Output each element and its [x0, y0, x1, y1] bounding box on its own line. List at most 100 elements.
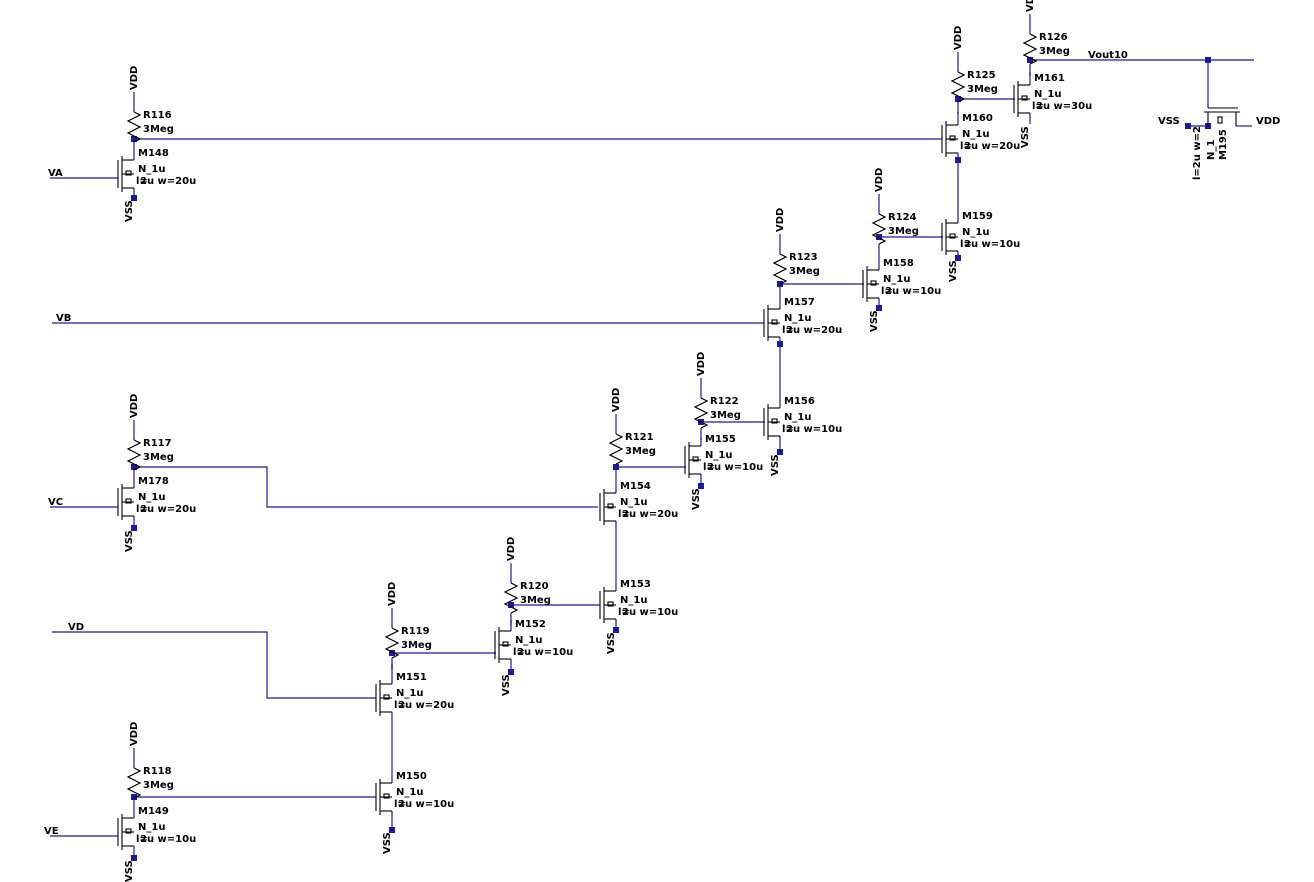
- transistor-model: N_1u: [784, 412, 811, 423]
- transistor-name: M156: [784, 396, 815, 407]
- vss-label: VSS: [1020, 126, 1031, 148]
- resistor-r117: VDD R117 3Meg: [126, 394, 174, 482]
- transistor-name: M195: [1218, 129, 1229, 160]
- transistor-params: 2u w=10u: [707, 462, 763, 473]
- input-label-ve: VE: [44, 826, 59, 837]
- vss-label: VSS: [124, 860, 135, 882]
- transistor-params-prefix: l=: [136, 834, 148, 845]
- resistor-name: R124: [888, 212, 917, 223]
- transistor-params-prefix: l=: [513, 647, 525, 658]
- resistor-value: 3Meg: [888, 226, 919, 237]
- vdd-label: VDD: [129, 394, 140, 418]
- vss-label: VSS: [606, 632, 617, 654]
- transistor-model: N_1u: [620, 595, 647, 606]
- transistor-name: M161: [1034, 73, 1065, 84]
- transistor-params-prefix: l=: [782, 424, 794, 435]
- resistor-value: 3Meg: [143, 452, 174, 463]
- vdd-label: VDD: [506, 537, 517, 561]
- resistor-name: R122: [710, 396, 739, 407]
- transistor-model: N_1u: [138, 492, 165, 503]
- transistor-params: 2u w=10u: [786, 424, 842, 435]
- transistor-params: 2u w=10u: [622, 607, 678, 618]
- transistor-name: M159: [962, 211, 993, 222]
- vdd-label: VDD: [1025, 0, 1036, 12]
- transistor-name: M149: [138, 806, 169, 817]
- transistor-params: 2u w=20u: [964, 141, 1020, 152]
- vss-label: VSS: [382, 832, 393, 854]
- transistor-params: 2u w=20u: [622, 509, 678, 520]
- transistor-model: N_1u: [515, 635, 542, 646]
- resistor-value: 3Meg: [789, 266, 820, 277]
- resistor-name: R116: [143, 110, 172, 121]
- transistor-params-prefix: l=: [703, 462, 715, 473]
- transistor-params-prefix: l=: [394, 799, 406, 810]
- transistor-name: M154: [620, 481, 651, 492]
- resistor-value: 3Meg: [143, 780, 174, 791]
- resistor-value: 3Meg: [710, 410, 741, 421]
- transistor-model: N_1u: [620, 497, 647, 508]
- resistor-r122: VDD R122 3Meg: [693, 352, 741, 440]
- transistor-params-prefix: l=: [960, 239, 972, 250]
- resistor-name: R121: [625, 432, 654, 443]
- transistor-model: N_1u: [784, 313, 811, 324]
- transistor-model: N_1u: [705, 450, 732, 461]
- transistor-params: l=2u w=2: [1192, 126, 1203, 180]
- transistor-params: 2u w=10u: [398, 799, 454, 810]
- wire: [134, 466, 598, 508]
- transistor-name: M150: [396, 771, 427, 782]
- vdd-label: VDD: [129, 66, 140, 90]
- resistor-name: R117: [143, 438, 172, 449]
- transistor-params-prefix: l=: [960, 141, 972, 152]
- resistor-name: R125: [967, 70, 996, 81]
- transistor-name: M158: [883, 258, 914, 269]
- transistor-name: M178: [138, 476, 169, 487]
- transistor-params-prefix: l=: [782, 325, 794, 336]
- vss-label: VSS: [948, 260, 959, 282]
- resistor-name: R120: [520, 581, 549, 592]
- transistor-params-prefix: l=: [881, 286, 893, 297]
- transistor-params-prefix: l=: [136, 504, 148, 515]
- transistor-name: M160: [962, 113, 993, 124]
- vss-label-m195: VSS: [1158, 116, 1180, 127]
- transistor-params: 2u w=20u: [140, 176, 196, 187]
- wire: [52, 631, 376, 699]
- input-label-va: VA: [48, 168, 63, 179]
- transistor-name: M157: [784, 297, 815, 308]
- vss-label: VSS: [124, 530, 135, 552]
- transistor-params: 2u w=10u: [517, 647, 573, 658]
- transistor-params: 2u w=20u: [786, 325, 842, 336]
- vdd-label: VDD: [387, 582, 398, 606]
- vdd-label: VDD: [696, 352, 707, 376]
- resistor-value: 3Meg: [625, 446, 656, 457]
- resistor-value: 3Meg: [967, 84, 998, 95]
- transistor-params-prefix: l=: [394, 700, 406, 711]
- transistor-params-prefix: l=: [618, 607, 630, 618]
- transistor-model: N_1u: [962, 129, 989, 140]
- vdd-label: VDD: [129, 722, 140, 746]
- vdd-label: VDD: [775, 208, 786, 232]
- vss-label: VSS: [124, 200, 135, 222]
